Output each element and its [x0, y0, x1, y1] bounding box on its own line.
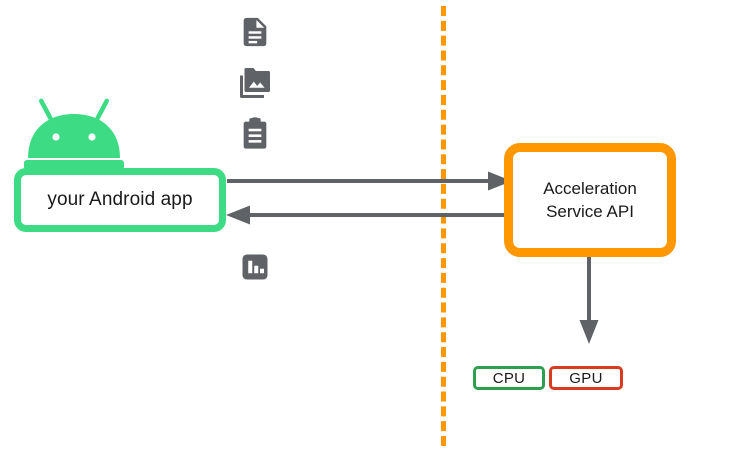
app-box-label: your Android app — [47, 189, 193, 210]
api-box-label-line1: Acceleration — [543, 178, 637, 198]
response-arrow-left — [226, 204, 512, 226]
gpu-chip-label: GPU — [569, 369, 603, 387]
document-icon — [238, 13, 272, 51]
cpu-chip-label: CPU — [492, 369, 526, 387]
api-box-label-line2: Service API — [546, 202, 634, 221]
acceleration-service-api-box[interactable]: Acceleration Service API — [504, 143, 676, 257]
your-android-app-box[interactable]: your Android app — [14, 168, 226, 232]
cpu-chip[interactable]: CPU — [473, 366, 545, 390]
bar-chart-icon — [240, 252, 270, 282]
android-robot-logo — [22, 96, 126, 170]
request-arrow-right — [226, 170, 512, 192]
clipboard-icon — [238, 114, 272, 152]
gpu-chip[interactable]: GPU — [549, 366, 623, 390]
process-boundary-divider — [441, 6, 446, 446]
photo-library-icon — [236, 65, 274, 101]
dispatch-arrow-down — [576, 254, 602, 344]
